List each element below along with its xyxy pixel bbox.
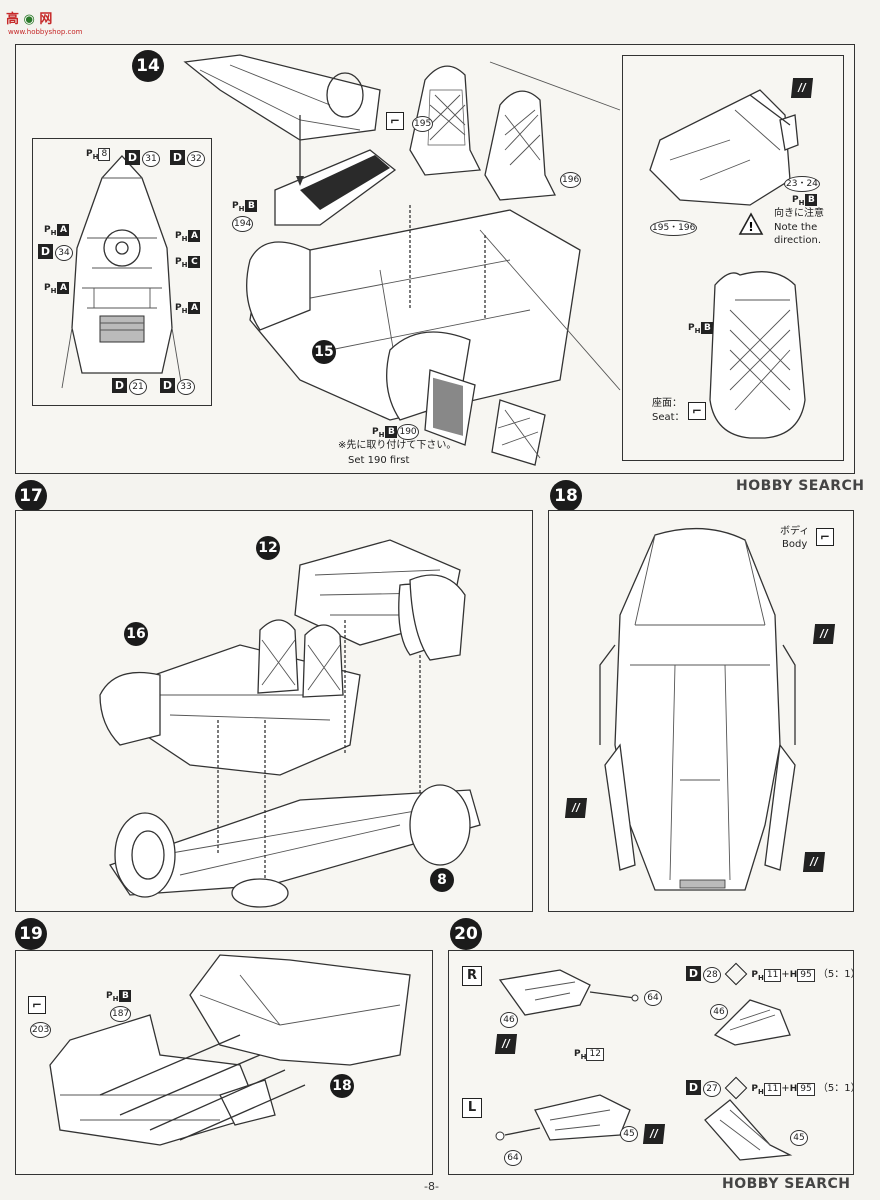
part-195: 195	[412, 116, 434, 132]
cockpit-drawing	[61, 155, 183, 389]
right-side-label: R	[462, 966, 482, 986]
step-20-drawing	[495, 969, 793, 1161]
step-17-subassembly-8: 8	[430, 868, 454, 892]
step-19-drawing	[49, 954, 411, 1146]
caution-jp: 向きに注意	[774, 208, 824, 219]
watermark-logo: 高 ◉ 网	[6, 12, 53, 27]
chassis-seats-drawing	[183, 54, 621, 466]
seat-detail-drawing	[649, 89, 806, 439]
mix-ratio-2: （5：1）	[817, 1083, 861, 1094]
watermark-site: 网	[39, 12, 53, 27]
step-17-subassembly-16: 16	[124, 622, 148, 646]
mix-ratio-1: （5：1）	[817, 969, 861, 980]
step-18-drawing	[599, 527, 796, 891]
note-en: Set 190 first	[348, 455, 410, 466]
left-side-label: L	[462, 1098, 482, 1118]
part-46-r: 46	[500, 1012, 518, 1028]
note-jp: ※先に取り付けて下さい。	[338, 440, 457, 451]
seat-label-en: Seat：	[652, 412, 685, 423]
part-187: 187	[110, 1006, 132, 1022]
semi-gloss-black-icon-20b: //	[642, 1124, 666, 1144]
semi-gloss-icon-body: ⌐	[816, 528, 834, 546]
semi-gloss-black-icon-18a: //	[812, 624, 836, 644]
step-17-number: 17	[15, 480, 47, 512]
step-14-subassembly-15: 15	[312, 340, 336, 364]
page-number: -8-	[424, 1180, 439, 1193]
semi-gloss-black-icon-18c: //	[802, 852, 826, 872]
step-18-number: 18	[550, 480, 582, 512]
part-46-detail: 46	[710, 1004, 728, 1020]
body-label-jp: ボディ	[780, 526, 810, 537]
semi-gloss-icon-seat: ⌐	[688, 402, 706, 420]
part-45-l: 45	[620, 1126, 638, 1142]
hobby-search-logo-top: HOBBY SEARCH	[736, 478, 865, 494]
caution-en-1: Note the	[774, 222, 818, 233]
part-45-detail: 45	[790, 1130, 808, 1146]
step-19-subassembly-18: 18	[330, 1074, 354, 1098]
caution-icon: !	[738, 212, 764, 235]
step-14-number: 14	[132, 50, 164, 82]
semi-gloss-icon-14: ⌐	[386, 112, 404, 130]
seat-detail-parts-195-196: 195・196	[650, 220, 698, 236]
body-label-en: Body	[782, 539, 808, 550]
watermark-char: 高	[6, 12, 20, 27]
hobby-search-logo-bottom: HOBBY SEARCH	[722, 1176, 851, 1192]
part-194: 194	[232, 216, 254, 232]
watermark-url: www.hobbyshop.com	[8, 28, 83, 36]
step-17-subassembly-12: 12	[256, 536, 280, 560]
semi-gloss-black-icon: //	[790, 78, 814, 98]
seat-label-jp: 座面：	[652, 398, 682, 409]
part-203: 203	[30, 1022, 52, 1038]
part-64-r: 64	[644, 990, 662, 1006]
caution-en-2: direction.	[774, 235, 822, 246]
step-17-drawing	[99, 539, 481, 908]
step-19-number: 19	[15, 918, 47, 950]
semi-gloss-black-icon-20a: //	[494, 1034, 518, 1054]
svg-text:!: !	[748, 220, 753, 234]
seat-detail-parts-23-24: 23・24	[784, 176, 820, 192]
semi-gloss-black-icon-18b: //	[564, 798, 588, 818]
step-20-number: 20	[450, 918, 482, 950]
part-64-l: 64	[504, 1150, 522, 1166]
part-196: 196	[560, 172, 582, 188]
semi-gloss-icon-19: ⌐	[28, 996, 46, 1014]
